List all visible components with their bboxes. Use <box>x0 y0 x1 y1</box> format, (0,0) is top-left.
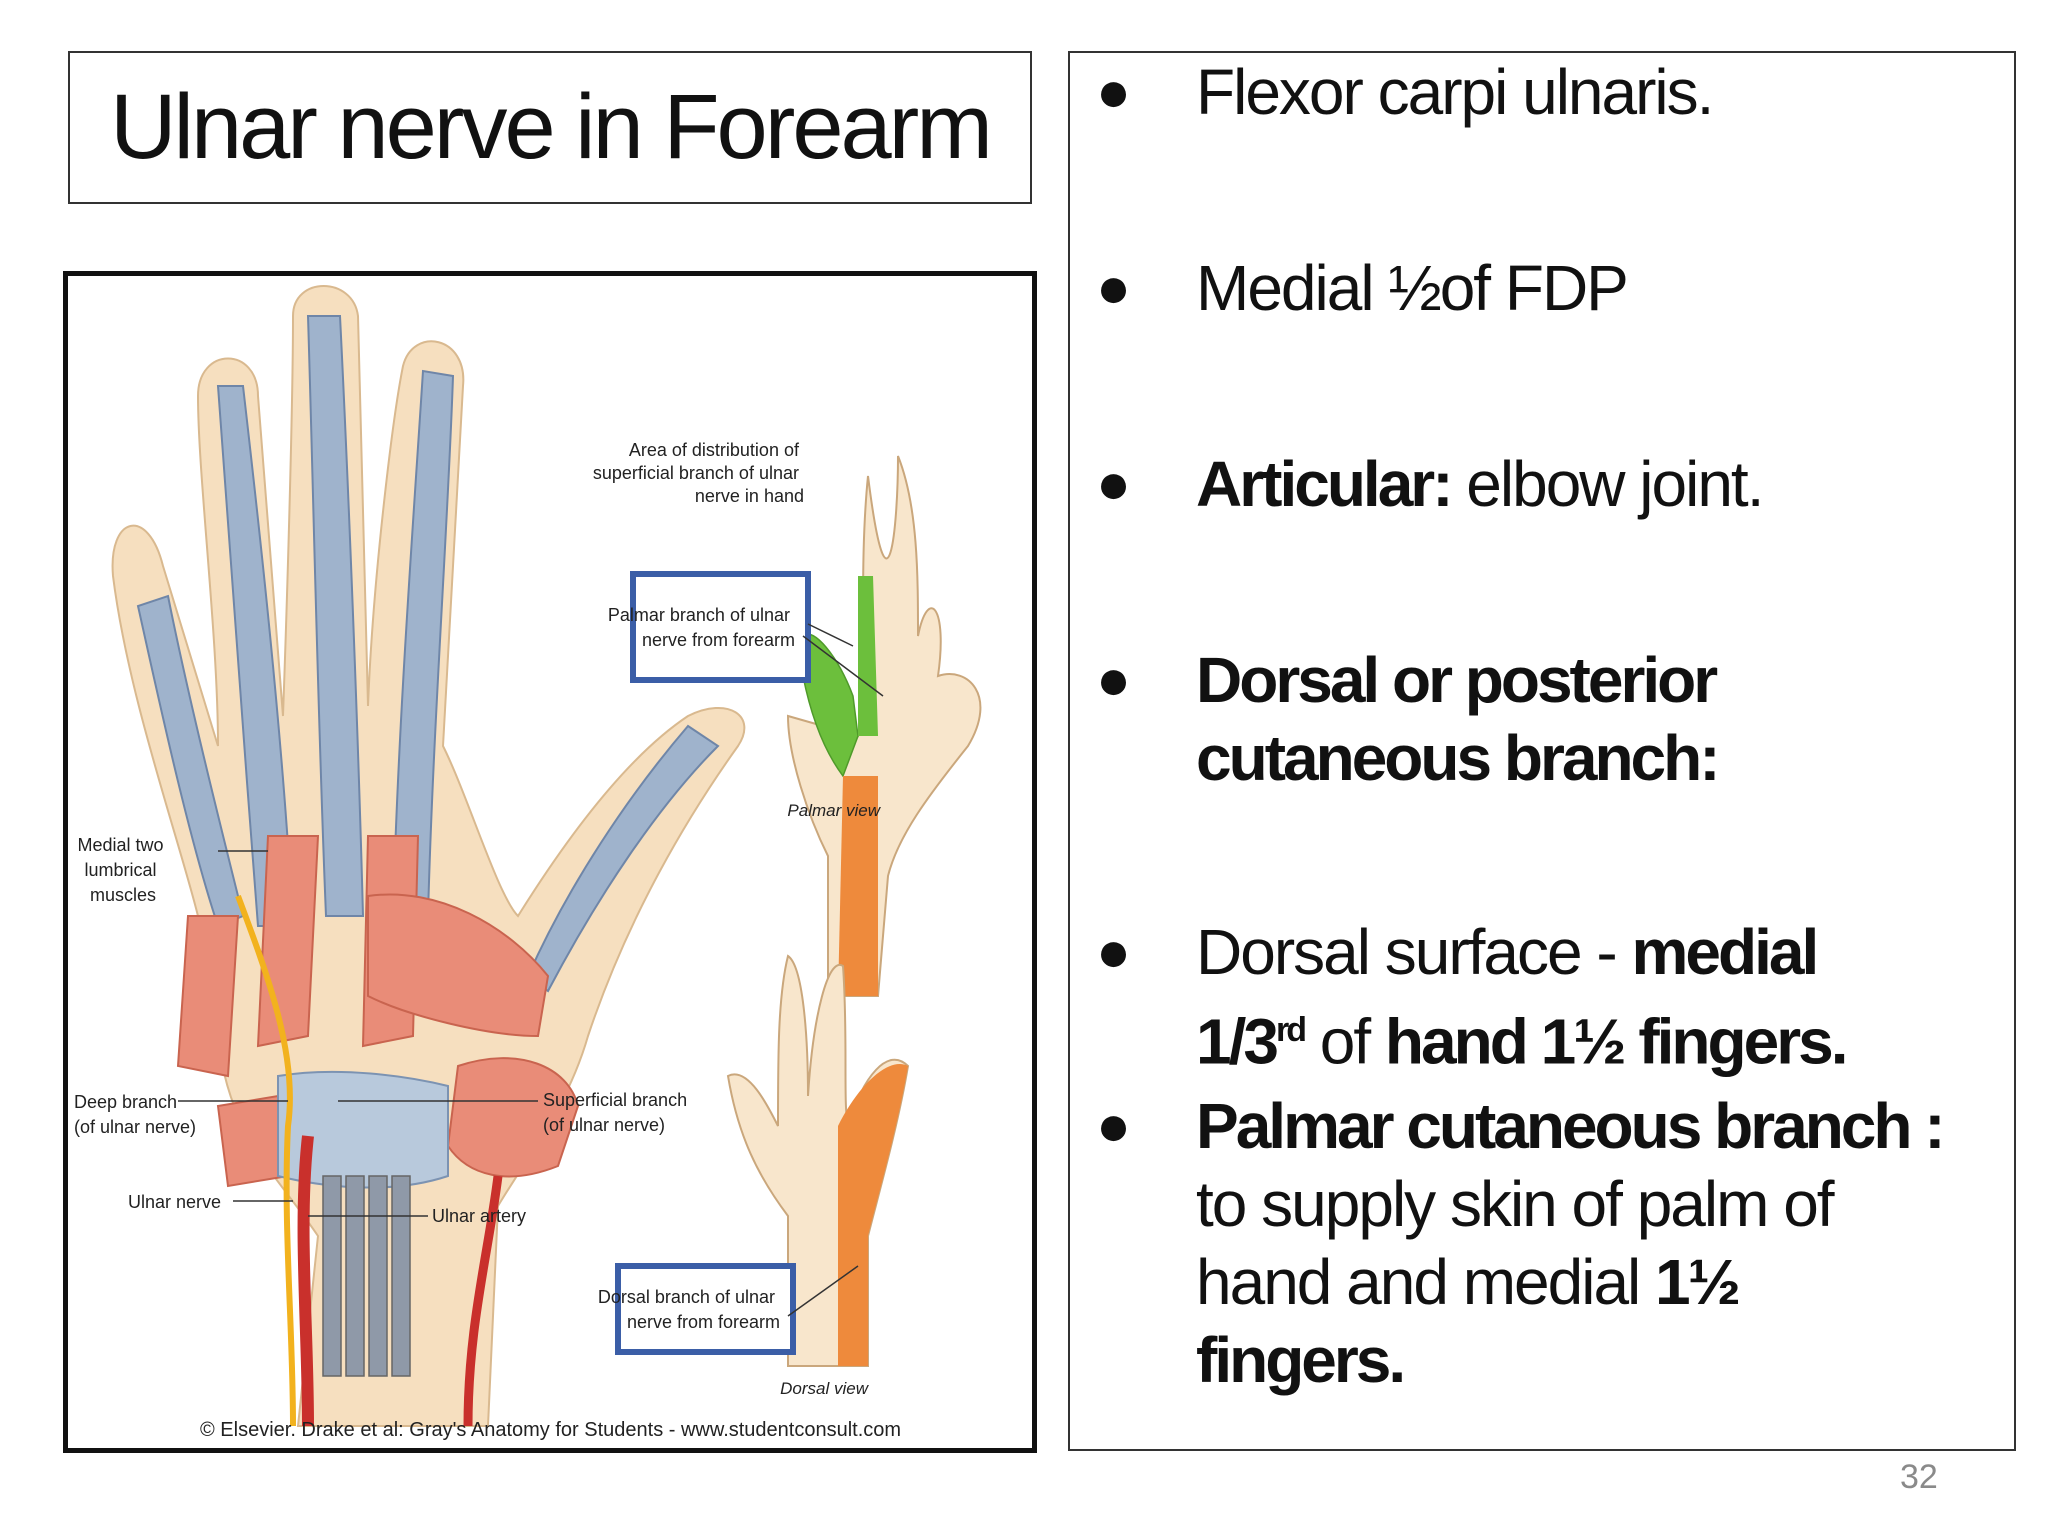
label-medial-two: Medial two lumbrical muscles <box>77 835 168 905</box>
label-palmar-branch: Palmar branch of ulnar nerve from forear… <box>608 605 795 650</box>
bullet-1: ● Flexor carpi ulnaris. <box>1096 53 1994 131</box>
bullet-6: ● Palmar cutaneous branch :to supply ski… <box>1096 1087 1994 1399</box>
forearm-tendons <box>322 1175 411 1377</box>
bullet-dot: ● <box>1096 1093 1131 1158</box>
bullet-dot: ● <box>1096 451 1131 516</box>
page-number: 32 <box>1900 1458 1938 1496</box>
bullet-2: ● Medial ½of FDP <box>1096 249 1994 327</box>
label-deep-branch: Deep branch (of ulnar nerve) <box>74 1092 196 1137</box>
label-palmar-view: Palmar view <box>787 801 881 820</box>
bullet-dot: ● <box>1096 255 1131 320</box>
palmar-view-hand <box>786 455 982 997</box>
label-dorsal-view: Dorsal view <box>780 1379 870 1398</box>
tendons <box>136 315 720 993</box>
anatomy-figure: Area of distribution of superficial bran… <box>63 271 1037 1453</box>
radial-artery <box>463 1175 503 1427</box>
orange-strip-palmar <box>838 776 878 996</box>
hand-illustration: Area of distribution of superficial bran… <box>74 285 982 1441</box>
bullet-list-box: ● Flexor carpi ulnaris. ● Medial ½of FDP… <box>1068 51 2016 1451</box>
label-superficial-branch: Superficial branch (of ulnar nerve) <box>543 1090 692 1135</box>
bullet-dot: ● <box>1096 919 1131 984</box>
label-dorsal-branch: Dorsal branch of ulnar nerve from forear… <box>598 1287 780 1332</box>
leader-lines <box>178 623 884 1317</box>
title-box: Ulnar nerve in Forearm <box>68 51 1032 204</box>
bullet-dot: ● <box>1096 59 1131 124</box>
ulnar-artery <box>297 1135 314 1427</box>
green-finger <box>858 576 878 736</box>
dorsal-branch-box <box>615 1263 796 1355</box>
figure-credit: © Elsevier. Drake et al: Gray's Anatomy … <box>200 1419 901 1441</box>
label-area: Area of distribution of superficial bran… <box>593 440 804 506</box>
label-ulnar-artery: Ulnar artery <box>432 1206 526 1226</box>
slide-title: Ulnar nerve in Forearm <box>110 76 993 178</box>
label-ulnar-nerve: Ulnar nerve <box>128 1192 221 1212</box>
palmar-branch-box <box>630 571 811 683</box>
bullet-3: ● Articular: elbow joint. <box>1096 445 1994 523</box>
ulnar-nerve <box>235 894 296 1427</box>
bullet-dot: ● <box>1096 647 1131 712</box>
orange-area-dorsal <box>838 1064 908 1366</box>
